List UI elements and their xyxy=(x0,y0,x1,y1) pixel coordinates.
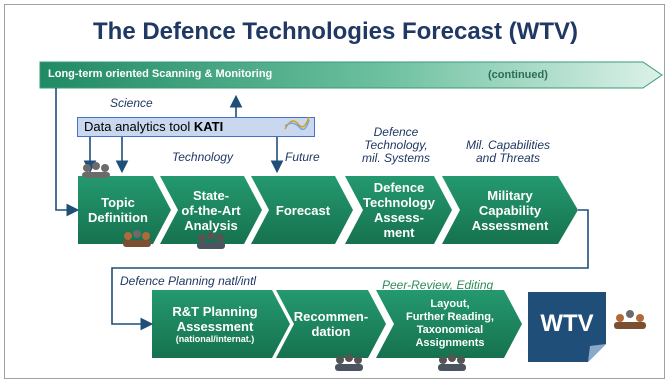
people-icon xyxy=(335,354,363,371)
step-line: Assessment xyxy=(471,217,549,233)
label-line: Mil. Capabilities xyxy=(465,138,551,152)
label-mil-capabilities: Mil. Capabilities and Threats xyxy=(452,139,564,165)
connector-row1-to-row2 xyxy=(111,209,589,331)
label-defence-technology: Defence Technology, mil. Systems xyxy=(356,126,436,165)
step-label-rt-planning: R&T Planning Assessment (national/intern… xyxy=(152,290,278,358)
wtv-box xyxy=(528,292,606,362)
step-line: Topic xyxy=(101,195,135,210)
label-future: Future xyxy=(285,150,320,164)
people-icon xyxy=(82,162,110,178)
step-layout xyxy=(376,290,522,358)
kati-tool-box: Data analytics tool KATI xyxy=(77,117,315,137)
banner-label: Long-term oriented Scanning & Monitoring xyxy=(48,68,273,80)
step-topic-definition xyxy=(78,176,171,244)
step-defence-tech xyxy=(345,176,452,244)
step-line: Assignments xyxy=(415,337,485,349)
step-forecast xyxy=(251,176,353,244)
slide-frame xyxy=(4,4,665,379)
step-line: Analysis xyxy=(184,217,238,233)
step-military-capability xyxy=(442,176,578,244)
step-line: of-the-Art xyxy=(181,202,241,218)
label-peer-review: Peer-Review, Editing xyxy=(382,278,494,292)
wtv-label: WTV xyxy=(540,310,594,337)
step-line: Recommen- xyxy=(293,309,369,324)
label-line: mil. Systems xyxy=(361,151,430,165)
people-icon xyxy=(197,232,225,249)
label-line: Technology, xyxy=(364,138,428,152)
step-subline: (national/internat.) xyxy=(175,333,255,344)
label-science: Science xyxy=(110,96,153,110)
people-icon xyxy=(123,230,151,247)
step-line: Definition xyxy=(88,210,148,225)
kati-name: KATI xyxy=(193,119,224,134)
label-technology: Technology xyxy=(172,150,233,164)
banner-arrow xyxy=(39,61,663,89)
step-line: ment xyxy=(383,225,415,240)
step-line: State- xyxy=(192,187,230,203)
label-line: Defence xyxy=(373,125,419,139)
step-line: Layout, xyxy=(430,298,470,310)
step-line: Defence xyxy=(373,180,425,195)
kati-prefix: Data analytics tool xyxy=(84,119,194,134)
label-defence-planning: Defence Planning natl/intl xyxy=(120,274,257,288)
step-line: Military xyxy=(487,187,533,203)
step-line: Capability xyxy=(478,202,542,218)
step-line: Assess- xyxy=(374,210,424,225)
label-line: and Threats xyxy=(475,151,541,165)
people-icon xyxy=(614,310,646,329)
diagram-title: The Defence Technologies Forecast (WTV) xyxy=(93,18,578,45)
step-line: R&T Planning xyxy=(172,303,258,319)
step-rt-planning xyxy=(152,290,290,358)
step-line: Technology xyxy=(363,195,435,210)
analytics-icon xyxy=(284,114,310,132)
step-label-recommendation: Recommen-dation xyxy=(286,290,376,358)
step-line: dation xyxy=(311,324,351,339)
step-recommendation xyxy=(276,290,386,358)
banner-continued: (continued) xyxy=(488,69,548,81)
step-line: Taxonomical xyxy=(416,324,484,336)
step-label-forecast: Forecast xyxy=(262,176,344,244)
step-line: Forecast xyxy=(275,202,331,218)
step-line: Assessment xyxy=(176,318,254,334)
connector-banner-to-topic xyxy=(55,88,80,217)
step-state-of-art xyxy=(160,176,262,244)
step-line: Further Reading, xyxy=(405,311,494,323)
wtv-fold xyxy=(588,344,606,362)
people-icon xyxy=(438,354,466,371)
